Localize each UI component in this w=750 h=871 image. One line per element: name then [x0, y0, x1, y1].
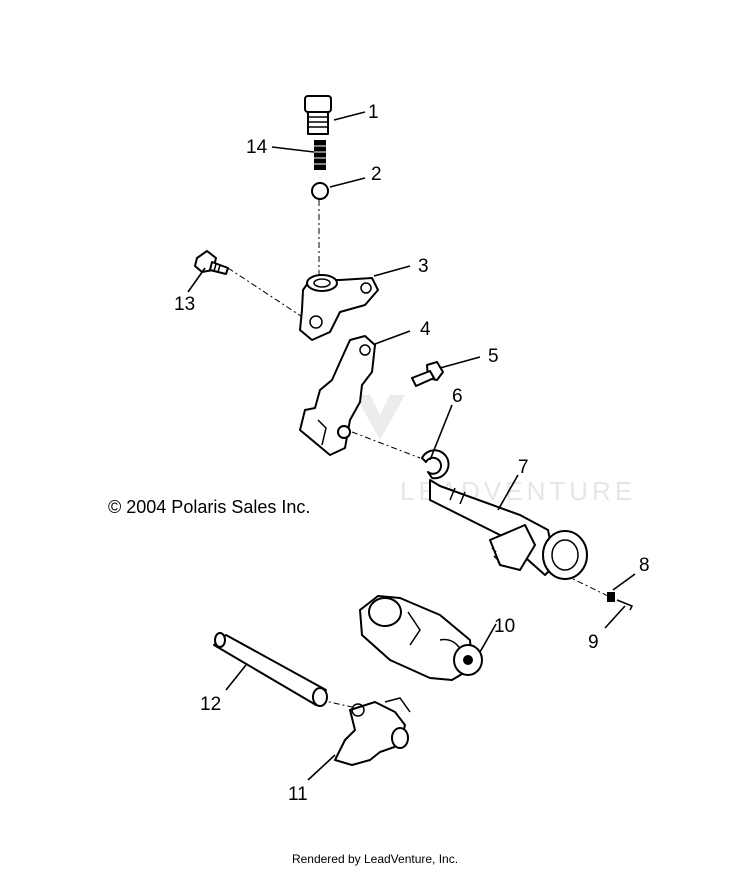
callout-12: 12 [200, 694, 221, 715]
callout-7: 7 [518, 457, 529, 478]
part-4-shift-arm [299, 335, 376, 456]
part-5-bolt [411, 361, 444, 387]
part-11-shift-fork [334, 697, 411, 766]
part-1-plug-bolt [304, 95, 332, 135]
callout-13: 13 [174, 294, 195, 315]
part-6-e-clip [421, 449, 450, 480]
callout-6: 6 [452, 386, 463, 407]
part-8-pin [607, 592, 615, 602]
leader-lines [187, 111, 636, 781]
part-3-bracket [299, 274, 379, 341]
callout-9: 9 [588, 632, 599, 653]
part-14-spring [314, 140, 326, 170]
callout-5: 5 [488, 346, 499, 367]
callout-4: 4 [420, 319, 431, 340]
callout-labels: 1 14 2 3 13 4 5 6 7 8 9 10 12 11 [174, 102, 650, 805]
part-10-shift-drum [359, 595, 483, 681]
footer-text: Rendered by LeadVenture, Inc. [291, 852, 459, 866]
copyright-text: © 2004 Polaris Sales Inc. [108, 497, 311, 517]
callout-14: 14 [246, 137, 268, 158]
callout-3: 3 [418, 256, 429, 277]
watermark: LEADVENTURE [355, 395, 632, 506]
part-13-bolt [194, 250, 229, 275]
callout-11: 11 [288, 784, 308, 805]
part-12-fork-shaft [213, 632, 328, 707]
part-2-ball [311, 182, 329, 200]
callout-8: 8 [639, 555, 650, 576]
callout-1: 1 [368, 102, 379, 123]
part-7-shift-shaft [429, 479, 588, 580]
callout-10: 10 [494, 616, 515, 637]
callout-2: 2 [371, 164, 382, 185]
part-9-clip [616, 599, 634, 611]
